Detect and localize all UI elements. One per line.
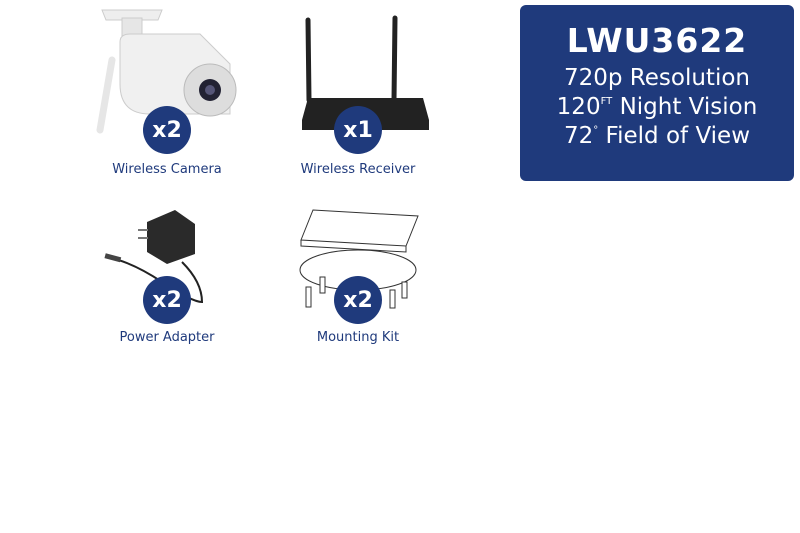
quantity-badge: x2 <box>143 276 191 324</box>
item-label: Wireless Camera <box>112 162 222 177</box>
spec-resolution: 720p Resolution <box>564 65 750 91</box>
fov-value: 72 <box>563 123 594 149</box>
mounting-kit-icon <box>299 209 419 309</box>
model-number: LWU3622 <box>566 21 748 60</box>
item-wireless-camera: x2 Wireless Camera <box>72 0 262 177</box>
fov-unit: ° <box>593 125 599 136</box>
quantity-badge: x2 <box>334 276 382 324</box>
spec-night-vision: 120FT Night Vision <box>520 94 794 120</box>
spec-panel: LWU3622 720p Resolution 120FT Night Visi… <box>520 5 794 181</box>
item-label: Wireless Receiver <box>300 162 416 177</box>
quantity-badge: x2 <box>143 106 191 154</box>
night-vision-value: 120 <box>556 94 601 120</box>
item-mounting-kit: x2 Mounting Kit <box>263 170 453 345</box>
night-vision-label: Night Vision <box>612 94 758 120</box>
spec-field-of-view: 72° Field of View <box>520 123 794 149</box>
camera-icon <box>96 9 237 134</box>
item-power-adapter: x2 Power Adapter <box>72 170 262 345</box>
item-label: Mounting Kit <box>316 330 400 345</box>
item-wireless-receiver: x1 Wireless Receiver <box>263 0 453 177</box>
quantity-badge: x1 <box>334 106 382 154</box>
fov-label: Field of View <box>598 123 751 149</box>
item-label: Power Adapter <box>119 330 215 345</box>
night-vision-unit: FT <box>600 96 613 107</box>
